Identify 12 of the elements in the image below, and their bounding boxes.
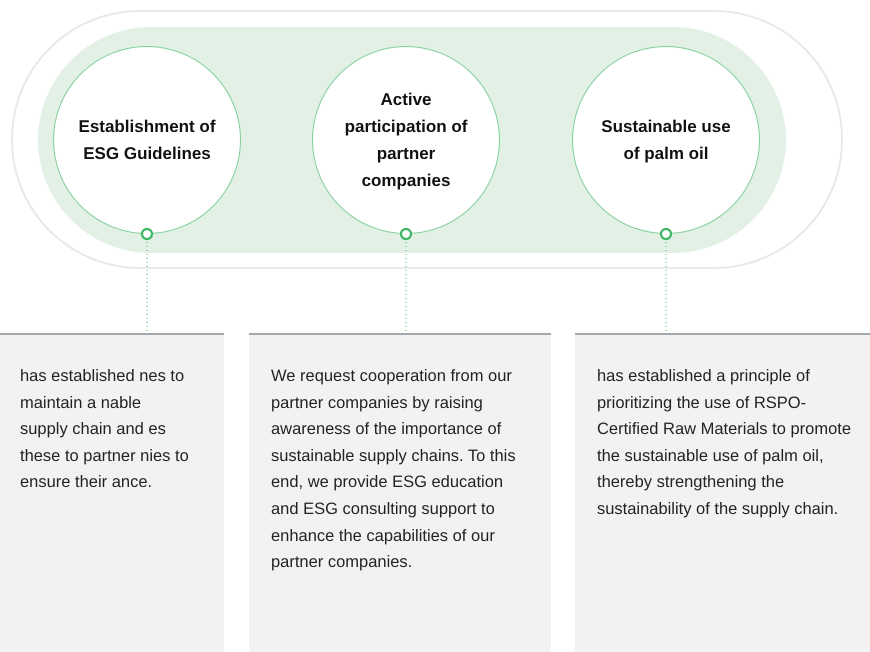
- topic-title: Sustainable use of palm oil: [600, 116, 732, 165]
- description-panel: [249, 333, 551, 652]
- description-text: has established a principle of prioritizing the use of RSPO-Certified Raw Materials to promote the sustainable use of palm oil, thereby strengthening the sustainability of the supply chain.: [597, 366, 852, 520]
- description-panel: [0, 333, 224, 652]
- topic-title: Active participation of partner companies: [344, 89, 468, 192]
- description-text: We request cooperation from our partner companies by raising awareness of the importance of sustainable supply chains. To this end, we provide ESG education and ESG consulting support to enhance the capabilities of our partner companies.: [271, 366, 517, 574]
- topic-title: Establishment of ESG Guidelines: [78, 116, 216, 165]
- description-text: has established nes to maintain a nable supply chain and es these to partner nies to ensure their ance.: [19, 366, 190, 494]
- description-panel: [575, 333, 870, 652]
- dotted-connector: [140, 228, 154, 334]
- dotted-connector: [660, 228, 672, 334]
- dotted-connector: [400, 228, 412, 334]
